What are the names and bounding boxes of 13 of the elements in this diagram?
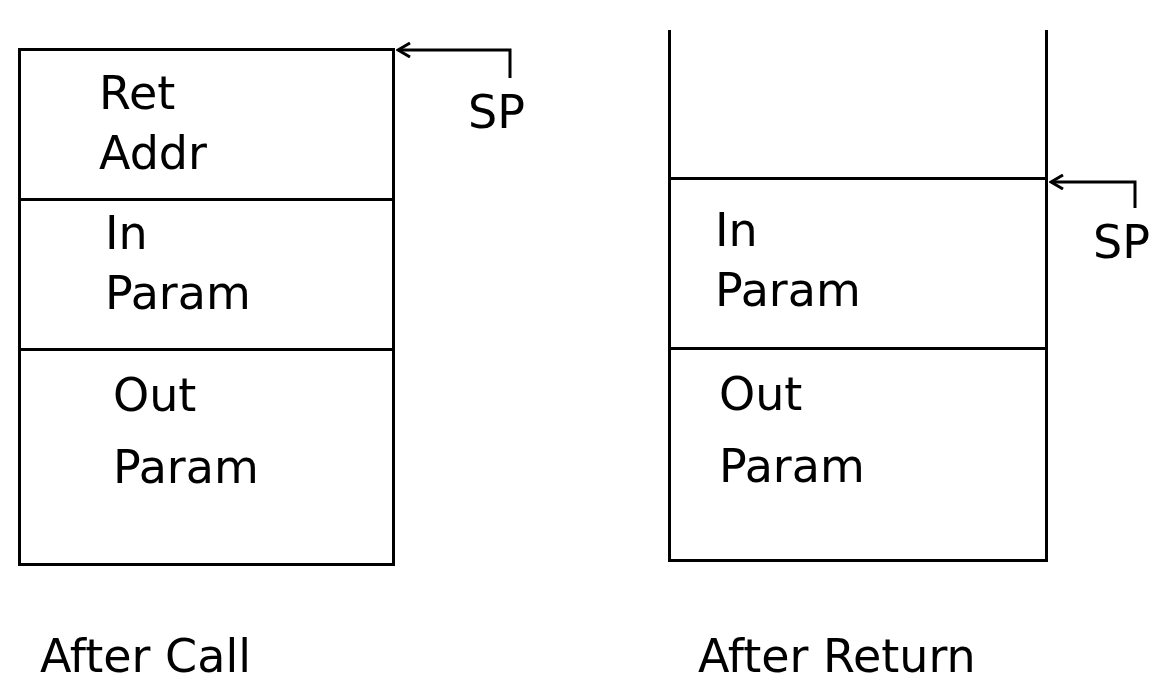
stack-caption: After Call bbox=[40, 628, 251, 682]
slot-label: SP bbox=[1093, 214, 1150, 271]
slot-label: Out Param bbox=[719, 366, 866, 495]
arrow bbox=[396, 41, 512, 78]
arrow bbox=[1049, 173, 1137, 208]
slot-label: Out Param bbox=[113, 367, 260, 496]
slot-label: Ret Addr bbox=[99, 65, 208, 182]
stack-caption: After Return bbox=[698, 628, 976, 682]
slot-label: SP bbox=[468, 84, 525, 141]
stack-frame bbox=[668, 30, 1048, 562]
slot-label: In Param bbox=[715, 202, 862, 319]
slot-label: In Param bbox=[105, 205, 252, 322]
stack-frame bbox=[18, 48, 395, 566]
